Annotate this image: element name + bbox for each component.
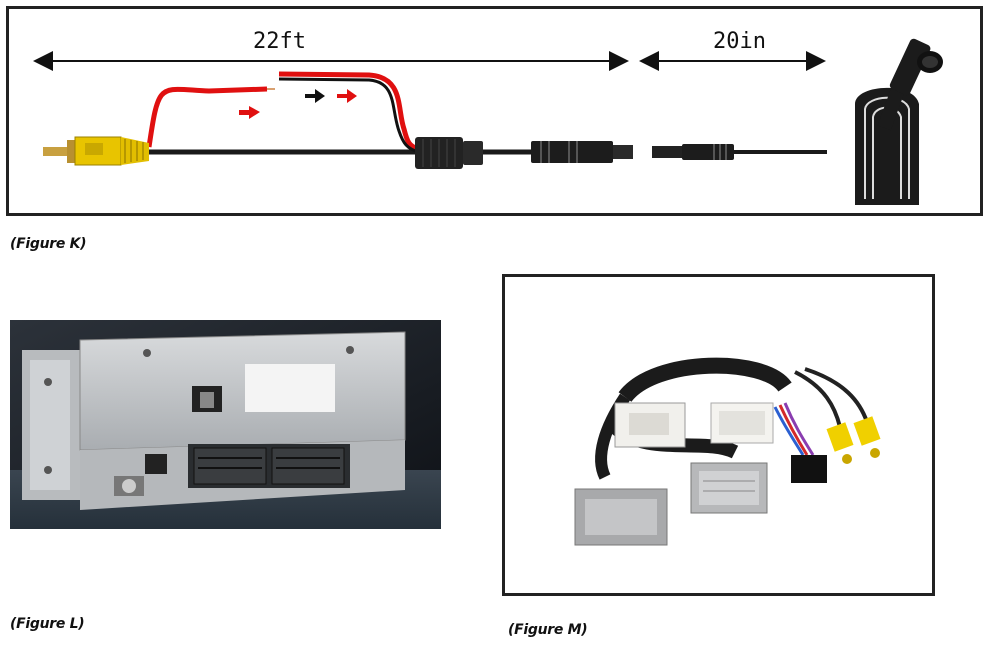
figure-l-radio-photo <box>10 320 441 529</box>
length-short-label: 20in <box>709 29 770 54</box>
arrow-left-red <box>239 106 260 119</box>
figure-m-harness <box>502 274 935 596</box>
rca-connector <box>43 136 149 166</box>
figure-k-diagram: 22ft 20in <box>6 6 983 216</box>
arrow-right-red <box>337 89 357 103</box>
red-wire-right <box>278 71 420 152</box>
inline-connector <box>415 137 483 169</box>
figure-k-caption: (Figure K) <box>10 236 87 252</box>
arrow-right-black <box>305 89 325 103</box>
figure-l-caption: (Figure L) <box>10 616 85 632</box>
cable-diagram <box>33 38 943 205</box>
female-plug <box>531 141 633 163</box>
length-main-label: 22ft <box>249 29 310 54</box>
wiring-harness-image <box>574 357 881 546</box>
male-plug <box>652 144 734 160</box>
red-wire-left <box>146 86 268 148</box>
figure-m-caption: (Figure M) <box>508 622 588 638</box>
radio-unit-image <box>10 320 441 529</box>
mounting-bracket <box>855 38 943 205</box>
